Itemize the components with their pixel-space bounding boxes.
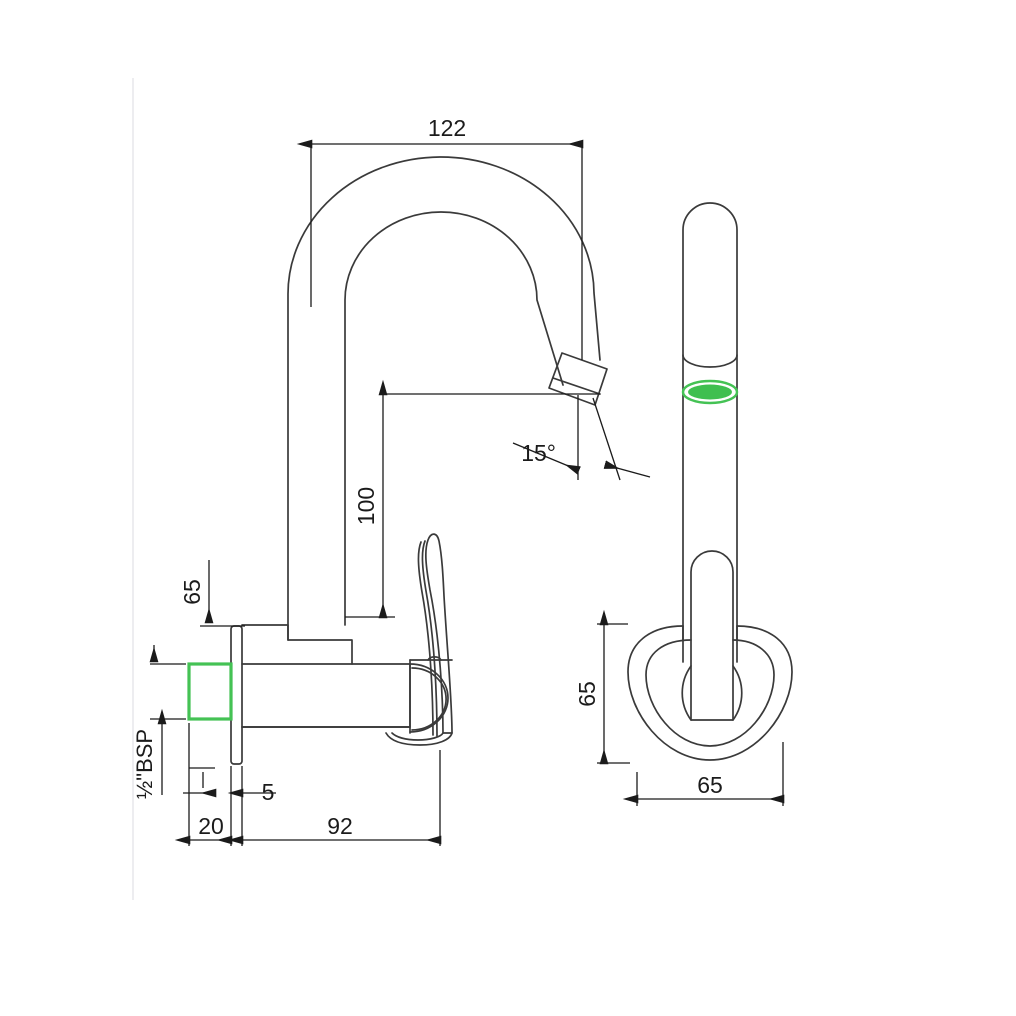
- dim-bsp-label: ½"BSP: [132, 729, 157, 799]
- lever-lower-sweep-inner: [391, 732, 444, 741]
- dim-100-label: 100: [353, 487, 379, 525]
- wall-plate-front: [230, 625, 243, 765]
- dimension-65-side-horizontal: [622, 742, 785, 806]
- side-body-cylinder: [690, 550, 734, 721]
- bsp-thread-highlight: [187, 662, 233, 721]
- dimension-inner-tick: [183, 767, 217, 798]
- spout-inner-contour: [344, 211, 564, 626]
- dim-92-label: 92: [327, 813, 353, 839]
- dim-65-top-label: 65: [179, 579, 205, 605]
- spout-outer-contour: [287, 156, 601, 641]
- side-escutcheon-outer: [627, 625, 793, 761]
- dim-angle-label: 15°: [521, 440, 556, 466]
- dimension-thread-top-tick: [149, 645, 186, 665]
- dim-122-label: 122: [428, 115, 466, 141]
- side-escutcheon-inner: [645, 639, 775, 747]
- angle-leader-left: [512, 442, 581, 475]
- outlet-inner-edge: [552, 377, 601, 395]
- side-spout-column: [682, 202, 738, 641]
- side-collar-upper-arc: [682, 354, 738, 368]
- lever-handle-outer: [424, 533, 453, 734]
- lever-lower-sweep: [385, 732, 453, 746]
- cartridge-dome: [409, 663, 449, 733]
- dimension-100: [345, 379, 600, 619]
- dimension-122: [296, 139, 584, 360]
- dim-20-label: 20: [198, 813, 224, 839]
- dimension-5: [227, 766, 276, 800]
- dim-5-label: 5: [262, 779, 275, 805]
- dimension-65-side-vertical: [597, 609, 630, 765]
- front-view-geometry: [188, 156, 608, 765]
- side-boss-circle-right: [732, 665, 743, 721]
- dimension-65-top: [200, 560, 245, 627]
- side-aerator-fill: [688, 384, 732, 400]
- cartridge-dome-inner: [411, 667, 447, 731]
- dim-65-side-vertical-label: 65: [574, 681, 600, 707]
- lever-handle-inner-b: [421, 540, 438, 737]
- dim-65-side-horizontal-label: 65: [697, 772, 723, 798]
- dimension-92: [227, 750, 442, 846]
- side-boss-circle: [681, 665, 692, 721]
- dimension-angle-15: [512, 395, 651, 481]
- lever-handle-inner-a: [417, 541, 434, 736]
- dimension-bsp: [150, 708, 186, 795]
- side-view-geometry: [627, 202, 793, 761]
- faucet-body-outline: [241, 624, 411, 728]
- angle-leader-right: [603, 460, 651, 478]
